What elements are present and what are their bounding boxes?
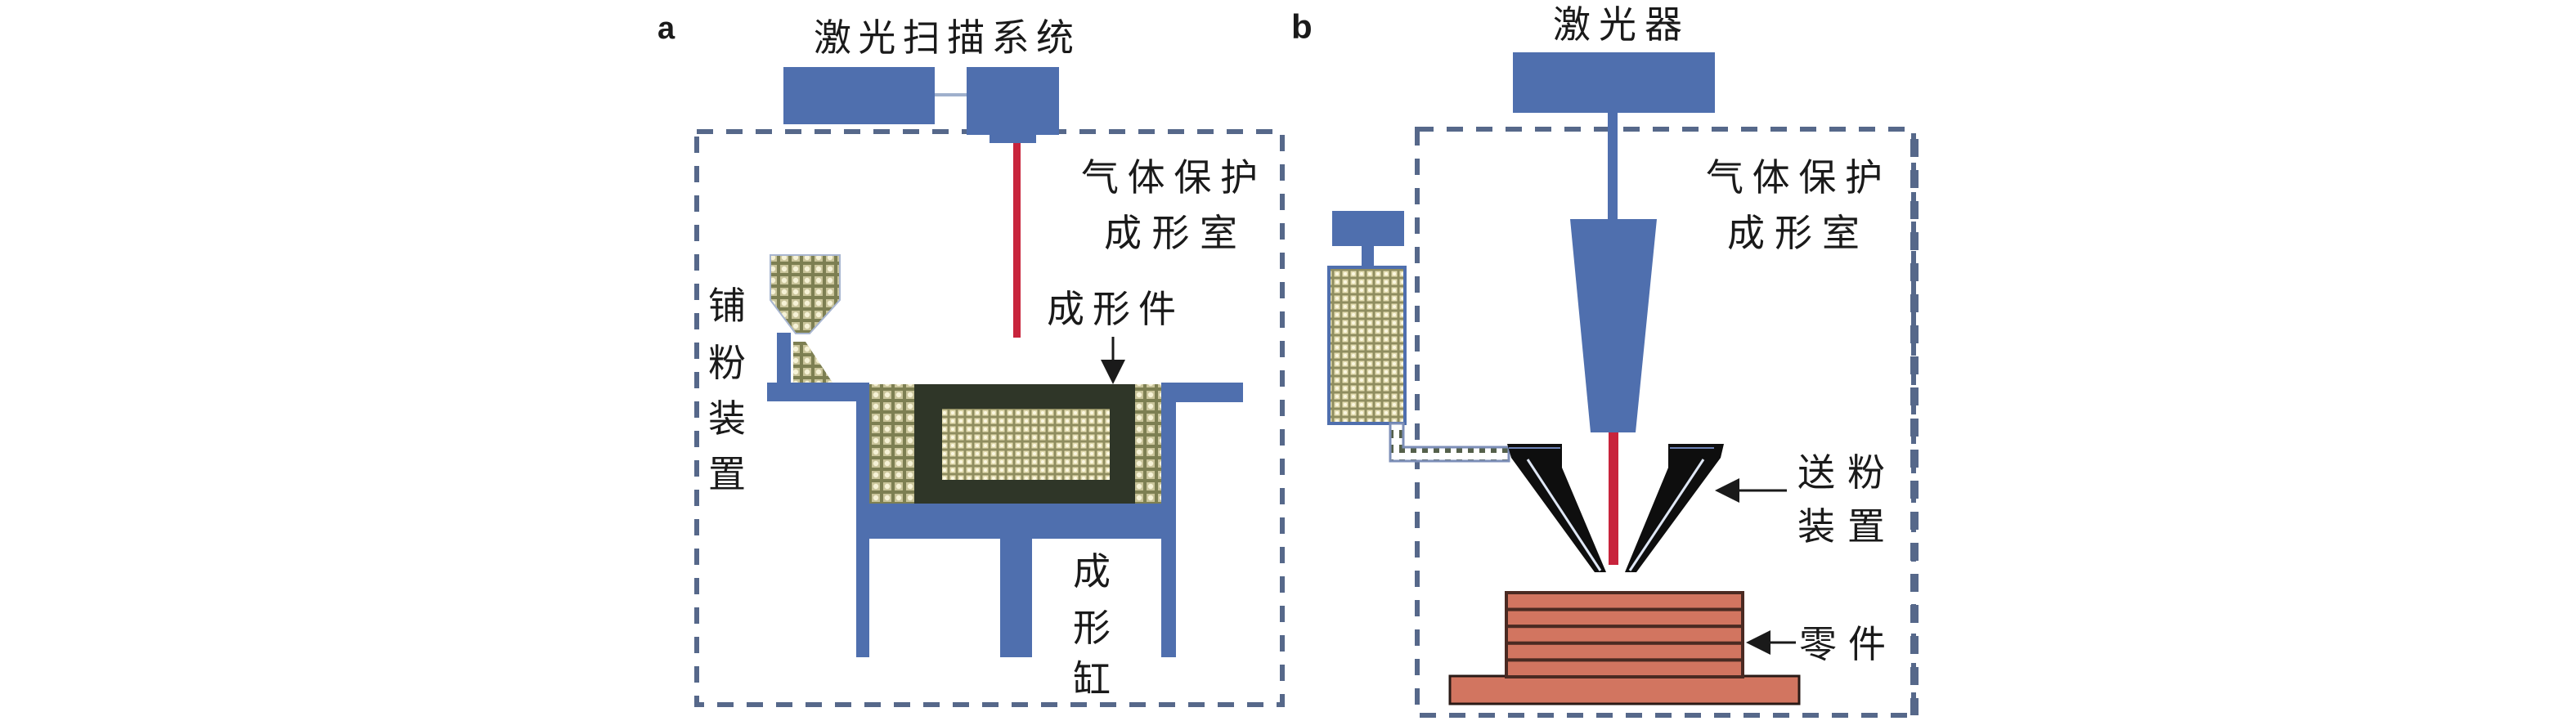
cylinder-char: 成: [1073, 549, 1111, 593]
powder-spreader-label: 铺 粉 装 置: [708, 284, 746, 496]
feeder-stem: [1362, 245, 1374, 268]
formed-part-label: 成形件: [1047, 287, 1176, 331]
cylinder-right-wall: [1161, 383, 1176, 657]
part-label: 零件: [1799, 622, 1886, 666]
spreader-char: 粉: [708, 341, 746, 385]
workpiece-layer: [1505, 607, 1744, 629]
cylinder-char: 形: [1073, 606, 1111, 650]
right-powder-nozzle: [1625, 444, 1724, 572]
cylinder-left-wall: [856, 383, 869, 657]
powder-feed-pipe: [1389, 422, 1510, 463]
left-nozzle-channel: [1526, 459, 1602, 571]
substrate-base: [1448, 674, 1801, 705]
build-piston-platform: [869, 504, 1161, 539]
laser-box: [1513, 52, 1715, 113]
laser-scanning-system-label: 激光扫描系统: [814, 16, 1074, 60]
feeder-motor-box: [1332, 211, 1404, 246]
panel-a-letter: a: [657, 11, 675, 46]
chamber-label-line1: 气体保护: [1081, 155, 1258, 199]
spreader-blade: [777, 333, 791, 383]
build-cylinder-label: 成 形 缸: [1073, 549, 1111, 701]
laser-beam: [1013, 143, 1021, 338]
focusing-head: [1570, 219, 1657, 432]
panel-a: a 激光扫描系统 气体保护 成形室 成形件 铺 粉 装 置: [657, 11, 1285, 707]
left-platform-arm: [767, 383, 868, 401]
chamber-label-line1: 气体保护: [1706, 155, 1883, 199]
powder-container: [1327, 266, 1407, 425]
left-powder-nozzle: [1507, 444, 1606, 572]
laser-source-box: [783, 67, 935, 124]
chamber-label-line2: 成形室: [1727, 211, 1860, 255]
workpiece-layer: [1505, 625, 1744, 645]
laser-stem: [1608, 113, 1618, 220]
workpiece-layers: [1505, 591, 1744, 679]
scanner-head-box: [967, 67, 1059, 135]
gas-protected-chamber-border: [694, 129, 1285, 707]
formed-part-inner-powder: [942, 409, 1110, 480]
workpiece-layer: [1505, 641, 1744, 662]
powder-hopper: [770, 254, 841, 334]
feeder-label-line1: 送粉: [1797, 450, 1885, 495]
piston-rod: [1000, 538, 1032, 657]
powder-pile: [793, 342, 832, 383]
scanner-lens-tab: [990, 134, 1036, 143]
workpiece-layer: [1505, 591, 1744, 611]
feeder-label-line2: 装置: [1797, 504, 1885, 549]
right-nozzle-channel: [1628, 459, 1705, 571]
chamber-label-line2: 成形室: [1104, 211, 1237, 255]
workpiece-layer: [1505, 658, 1744, 679]
laser-label: 激光器: [1553, 2, 1682, 47]
gas-protected-chamber-border: [1415, 127, 1916, 718]
spreader-char: 置: [708, 452, 746, 496]
panel-b: b 激光器 气体保护 成形室 送粉 装置: [1291, 2, 1919, 718]
cylinder-char: 缸: [1073, 657, 1111, 701]
spreader-char: 铺: [708, 284, 746, 328]
panel-b-letter: b: [1291, 7, 1313, 46]
laser-beam: [1609, 432, 1618, 565]
spreader-char: 装: [708, 396, 746, 441]
